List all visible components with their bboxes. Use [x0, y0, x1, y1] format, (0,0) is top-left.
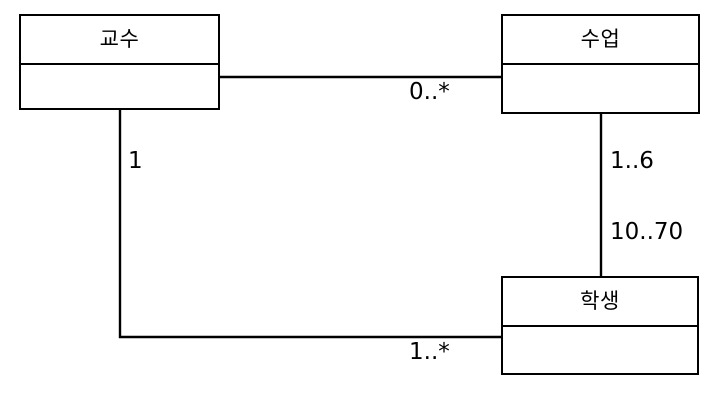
multiplicity-label-professor-student-near-professor: 1: [128, 148, 143, 174]
class-box-course[interactable]: 수업: [501, 14, 700, 114]
association-line-professor-student[interactable]: [118, 110, 501, 339]
class-name-course: 수업: [503, 16, 698, 65]
class-attributes-professor: [21, 65, 218, 108]
multiplicity-label-course-student-near-course: 1..6: [610, 148, 654, 174]
class-box-professor[interactable]: 교수: [19, 14, 220, 110]
class-attributes-student: [503, 327, 697, 373]
class-box-student[interactable]: 학생: [501, 276, 699, 375]
class-name-student: 학생: [503, 278, 697, 327]
class-attributes-course: [503, 65, 698, 112]
multiplicity-label-course-student-near-student: 10..70: [610, 219, 684, 245]
multiplicity-label-professor-course: 0..*: [409, 79, 450, 105]
multiplicity-label-professor-student-near-student: 1..*: [409, 339, 450, 365]
class-name-professor: 교수: [21, 16, 218, 65]
